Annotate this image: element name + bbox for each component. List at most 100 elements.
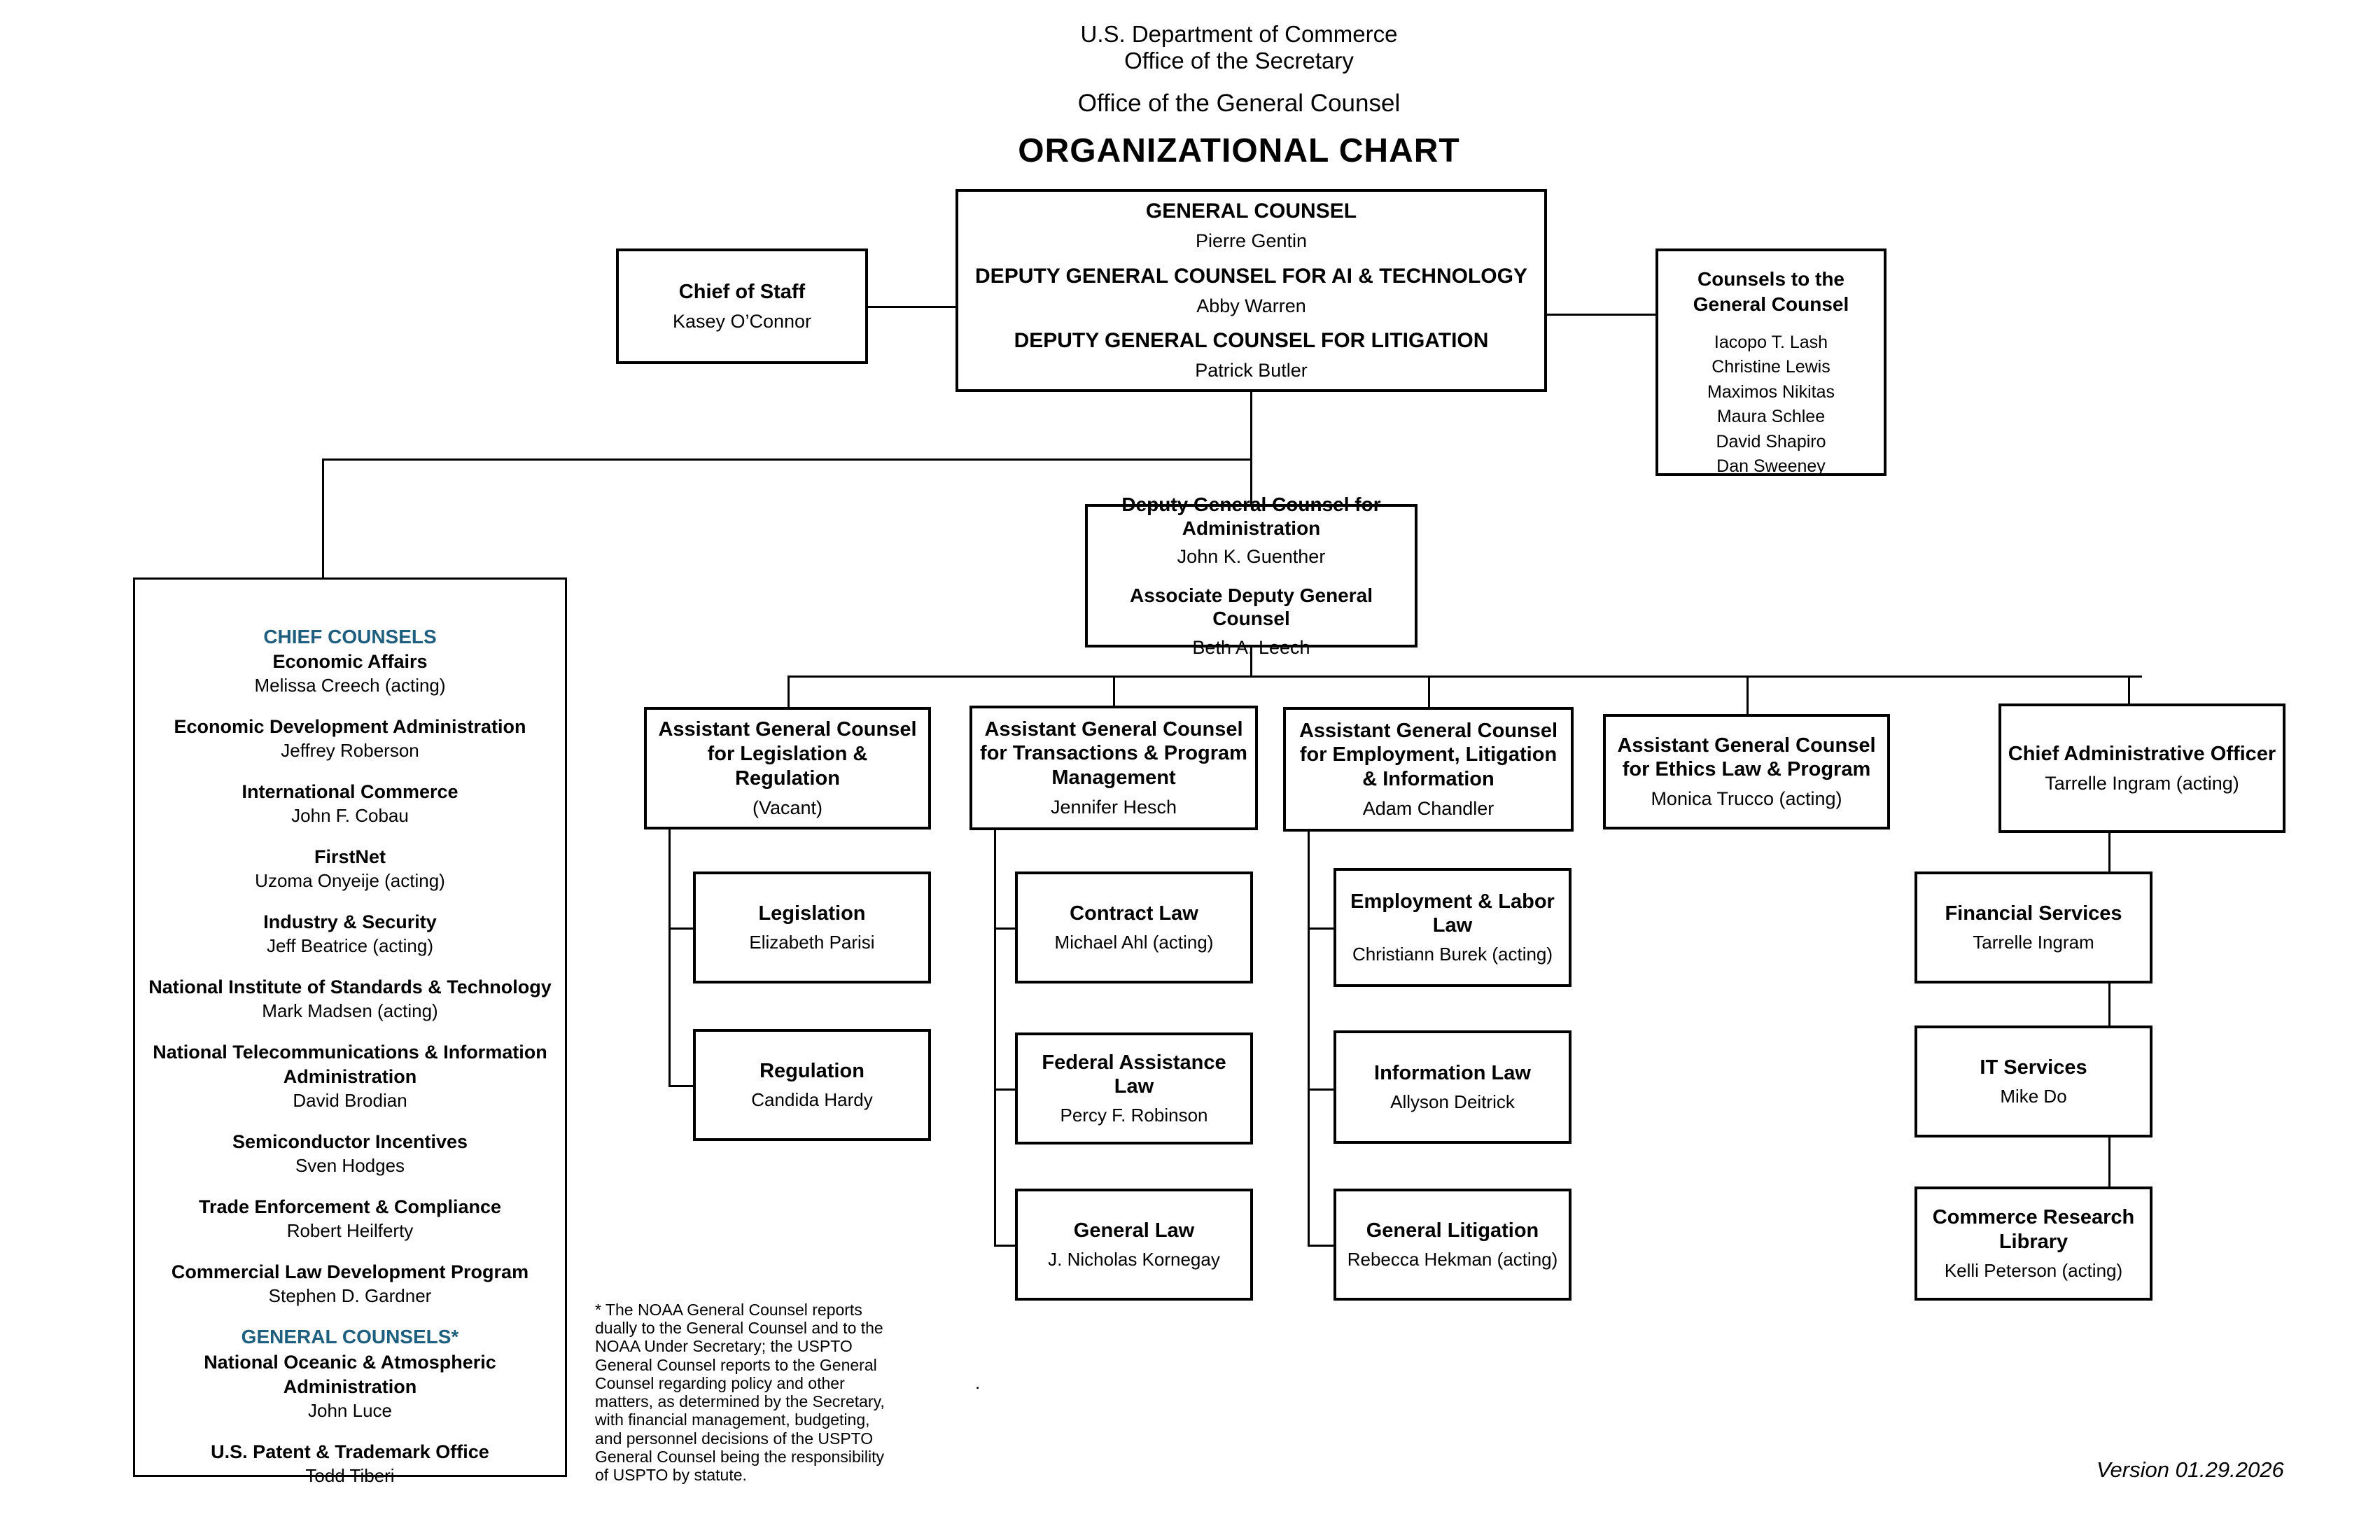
entry-title: Industry & Security: [263, 911, 437, 932]
header-sub-office: Office of the General Counsel: [1077, 90, 1401, 117]
list-item: Semiconductor Incentives Sven Hodges: [135, 1130, 565, 1178]
list-item: FirstNet Uzoma Onyeije (acting): [135, 845, 565, 893]
stray-dot: .: [975, 1372, 981, 1393]
connector-col2-stub3: [994, 1245, 1015, 1247]
connector-col1-stub2: [668, 1085, 693, 1087]
entry-name: Jeff Beatrice (acting): [267, 935, 433, 957]
box-name: Mike Do: [2000, 1085, 2067, 1107]
box-name: Allyson Deitrick: [1390, 1091, 1515, 1112]
box-title: General Law: [1073, 1219, 1195, 1242]
connector-col2-vert: [994, 830, 996, 1245]
box-title: Financial Services: [1945, 902, 2122, 925]
connector-gc-counsels: [1547, 314, 1656, 316]
list-item: International Commerce John F. Cobau: [135, 780, 565, 828]
connector-col3-stub1: [1308, 927, 1334, 930]
entry-title: International Commerce: [241, 781, 458, 803]
entry-title: Economic Development Administration: [174, 716, 526, 738]
version-label: Version 01.29.2026: [2096, 1457, 2284, 1482]
role-deputy-administration: Deputy General Counsel for Administratio…: [1095, 493, 1408, 568]
connector-drop-col2: [1113, 676, 1115, 706]
federal-assistance-law-box: Federal Assistance Law Percy F. Robinson: [1015, 1032, 1253, 1144]
role-title: DEPUTY GENERAL COUNSEL FOR LITIGATION: [1014, 329, 1489, 353]
entry-title: National Institute of Standards & Techno…: [148, 976, 552, 997]
box-title: Contract Law: [1070, 902, 1198, 925]
entry-title: National Oceanic & Atmospheric Administr…: [204, 1351, 496, 1397]
general-counsels-heading: GENERAL COUNSELS*: [241, 1326, 459, 1348]
agc-legislation-regulation-box: Assistant General Counsel for Legislatio…: [644, 707, 931, 830]
entry-title: Trade Enforcement & Compliance: [198, 1196, 502, 1217]
connector-col1-vert: [668, 830, 671, 1085]
role-name: Beth A. Leech: [1192, 636, 1310, 658]
list-item: U.S. Patent & Trademark Office Todd Tibe…: [135, 1440, 565, 1488]
box-name: Percy F. Robinson: [1060, 1105, 1208, 1126]
chief-administrative-officer-box: Chief Administrative Officer Tarrelle In…: [1998, 704, 2286, 833]
list-item: Industry & Security Jeff Beatrice (actin…: [135, 910, 565, 958]
list-item: National Oceanic & Atmospheric Administr…: [135, 1350, 565, 1423]
it-services-box: IT Services Mike Do: [1914, 1026, 2152, 1138]
box-name: J. Nicholas Kornegay: [1048, 1248, 1220, 1270]
box-name: Candida Hardy: [751, 1088, 873, 1110]
chief-counsels-panel: CHIEF COUNSELS Economic Affairs Melissa …: [133, 578, 567, 1486]
box-title: Assistant General Counsel for Legislatio…: [658, 718, 917, 790]
counsel-name: David Shapiro: [1716, 431, 1826, 451]
entry-name: David Brodian: [293, 1089, 407, 1111]
box-title: Assistant General Counsel for Ethics Law…: [1617, 734, 1876, 781]
entry-name: Sven Hodges: [295, 1154, 405, 1176]
box-title: Information Law: [1374, 1062, 1531, 1084]
box-title: Legislation: [758, 902, 866, 925]
connector-drop-col3: [1428, 676, 1430, 707]
connector-distribution-line: [788, 676, 2142, 678]
entry-title: Semiconductor Incentives: [232, 1130, 468, 1152]
entry-title: Commercial Law Development Program: [171, 1261, 529, 1282]
contract-law-box: Contract Law Michael Ahl (acting): [1015, 872, 1253, 983]
counsel-name-list: Iacopo T. Lash Christine Lewis Maximos N…: [1707, 330, 1835, 479]
role-title: Associate Deputy General Counsel: [1129, 584, 1373, 630]
entry-name: Stephen D. Gardner: [268, 1284, 432, 1306]
list-item: National Institute of Standards & Techno…: [135, 975, 565, 1023]
header-office: Office of the Secretary: [1124, 48, 1354, 74]
connector-col2-stub2: [994, 1088, 1015, 1091]
connector-chiefofstaff-gc: [868, 306, 955, 308]
role-title: GENERAL COUNSEL: [1145, 200, 1357, 223]
role-general-counsel: GENERAL COUNSEL Pierre Gentin: [1146, 199, 1357, 252]
box-title: Assistant General Counsel for Transactio…: [980, 718, 1247, 790]
box-title: Commerce Research Library: [1932, 1206, 2135, 1253]
entry-title: U.S. Patent & Trademark Office: [211, 1441, 489, 1462]
role-name: John K. Guenther: [1177, 546, 1326, 568]
box-title: IT Services: [1980, 1056, 2087, 1079]
role-title: Deputy General Counsel for Administratio…: [1121, 493, 1381, 539]
box-title: Regulation: [760, 1060, 864, 1082]
counsel-name: Maximos Nikitas: [1707, 382, 1835, 402]
entry-name: Melissa Creech (acting): [254, 675, 446, 696]
connector-deputy-down: [1250, 648, 1252, 676]
counsels-to-gc-box: Counsels to the General Counsel Iacopo T…: [1656, 248, 1886, 476]
entry-title: FirstNet: [314, 846, 386, 868]
chief-of-staff-box: Chief of Staff Kasey O’Connor: [616, 248, 868, 364]
header-department: U.S. Department of Commerce: [1080, 21, 1398, 47]
connector-gc-down: [1250, 392, 1252, 504]
entry-title: National Telecommunications & Informatio…: [153, 1041, 547, 1087]
counsel-name: Christine Lewis: [1712, 357, 1830, 377]
box-name: (Vacant): [752, 797, 823, 818]
footnote: * The NOAA General Counsel reports duall…: [595, 1301, 885, 1484]
information-law-box: Information Law Allyson Deitrick: [1334, 1030, 1572, 1144]
entry-name: John F. Cobau: [291, 805, 409, 827]
agc-transactions-box: Assistant General Counsel for Transactio…: [969, 706, 1258, 830]
list-item: Trade Enforcement & Compliance Robert He…: [135, 1195, 565, 1243]
box-title: Employment & Labor Law: [1350, 890, 1555, 937]
connector-drop-col1: [788, 676, 790, 707]
general-counsel-box: GENERAL COUNSEL Pierre Gentin DEPUTY GEN…: [955, 189, 1547, 392]
page-title: ORGANIZATIONAL CHART: [1018, 132, 1460, 169]
role-name: Abby Warren: [1196, 295, 1306, 316]
counsel-name: Maura Schlee: [1716, 407, 1826, 427]
entry-title: Economic Affairs: [272, 651, 428, 673]
box-title: General Litigation: [1366, 1219, 1539, 1242]
connector-drop-col4: [1746, 676, 1749, 714]
entry-name: Jeffrey Roberson: [281, 740, 419, 762]
box-name: Adam Chandler: [1362, 798, 1494, 819]
box-name: Tarrelle Ingram: [1973, 931, 2094, 953]
connector-col2-stub1: [994, 927, 1015, 930]
connector-col3-stub3: [1308, 1245, 1334, 1247]
box-title: Chief Administrative Officer: [2008, 742, 2276, 765]
box-name: Michael Ahl (acting): [1054, 931, 1214, 953]
